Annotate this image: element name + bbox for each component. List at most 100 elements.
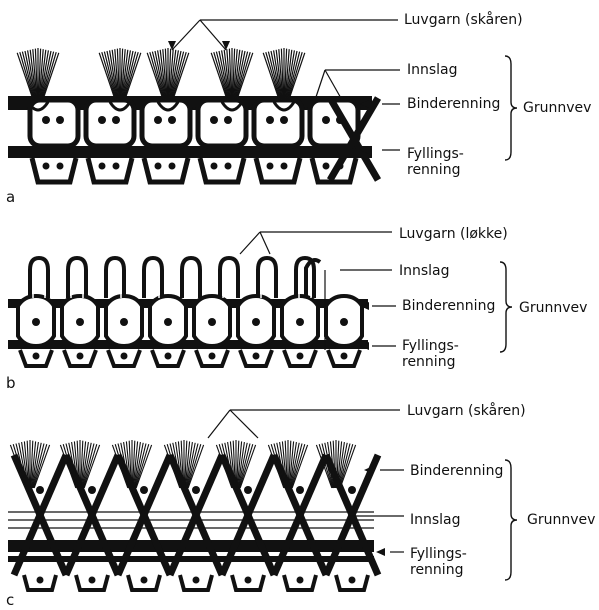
grunnvev-brace-a: [505, 56, 517, 160]
arrow-head: [222, 41, 230, 50]
weft-dot: [33, 353, 40, 360]
weft-dot: [57, 163, 64, 170]
panel-a-drawing: [8, 48, 378, 182]
weft-dot: [297, 577, 304, 584]
weft-dot: [141, 577, 148, 584]
weft-dot: [98, 116, 106, 124]
pile-fibre: [211, 53, 227, 100]
binder-lower-loop: [256, 158, 300, 182]
weft-dot: [193, 577, 200, 584]
panel-b-weft-label: Innslag: [399, 263, 450, 279]
pile-loop-inner: [261, 262, 273, 298]
panel-a-group-label: Grunnvev: [523, 100, 591, 116]
weft-dot: [267, 163, 274, 170]
weft-dot: [32, 318, 40, 326]
weft-dot: [208, 318, 216, 326]
panel-c-letter: c: [6, 592, 14, 608]
panel-c-stuffer-label: Fyllings- renning: [410, 546, 467, 578]
pile-fibre: [237, 53, 253, 100]
grunnvev-brace-b: [500, 262, 512, 352]
weft-dot: [224, 116, 232, 124]
weft-dot: [164, 318, 172, 326]
weft-dot: [266, 116, 274, 124]
pile-fibre: [125, 53, 141, 100]
pile-loop-inner: [185, 262, 197, 298]
leader-line: [230, 410, 258, 438]
panel-c-group-label: Grunnvev: [527, 512, 595, 528]
pile-loop-inner: [71, 262, 83, 298]
weft-dot: [280, 116, 288, 124]
pile-loop-inner: [109, 262, 121, 298]
weft-dot: [296, 318, 304, 326]
leader-line: [260, 232, 270, 254]
panel-a-letter: a: [6, 189, 15, 205]
arrow-head: [168, 41, 176, 50]
binder-lower-loop: [144, 158, 188, 182]
pile-loop-inner: [147, 262, 159, 298]
weft-dot: [209, 353, 216, 360]
weft-dot: [165, 353, 172, 360]
panel-b-drawing: [8, 258, 368, 366]
panel-a-binder-label: Binderenning: [407, 96, 500, 112]
weft-dot: [323, 163, 330, 170]
weft-dot: [192, 486, 200, 494]
weft-dot: [349, 577, 356, 584]
weft-dot: [43, 163, 50, 170]
panel-c-drawing: [8, 440, 378, 590]
leader-line: [240, 232, 260, 254]
weft-dot: [348, 486, 356, 494]
weft-dot: [42, 116, 50, 124]
binder-lower-loop: [88, 158, 132, 182]
leader-line: [315, 70, 325, 100]
pile-fibre: [43, 53, 59, 100]
weft-dot: [296, 486, 304, 494]
weft-dot: [120, 318, 128, 326]
leader-line: [172, 20, 200, 50]
weft-dot: [341, 353, 348, 360]
weft-dot: [340, 318, 348, 326]
weft-dot: [244, 486, 252, 494]
binder-lower-loop: [200, 158, 244, 182]
weft-dot: [56, 116, 64, 124]
weft-dot: [36, 486, 44, 494]
weft-dot: [297, 353, 304, 360]
pile-fibre: [289, 53, 305, 100]
arrow-head: [376, 548, 385, 556]
binder-cell: [30, 100, 78, 146]
weft-dot: [89, 577, 96, 584]
panel-c-binder-label: Binderenning: [410, 463, 503, 479]
leader-line: [325, 70, 342, 100]
weft-dot: [225, 163, 232, 170]
weft-dot: [154, 116, 162, 124]
weft-dot: [210, 116, 218, 124]
weft-dot: [252, 318, 260, 326]
panel-b-letter: b: [6, 375, 16, 391]
weft-dot: [155, 163, 162, 170]
leader-line: [200, 20, 226, 50]
weft-dot: [168, 116, 176, 124]
pile-loop-inner: [223, 262, 235, 298]
weft-dot: [112, 116, 120, 124]
weft-dot: [169, 163, 176, 170]
weft-dot: [121, 353, 128, 360]
panel-a-stuffer-label: Fyllings- renning: [407, 146, 464, 178]
binder-lower-loop: [32, 158, 76, 182]
panel-b-pile-label: Luvgarn (løkke): [399, 226, 508, 242]
weft-dot: [113, 163, 120, 170]
grunnvev-brace-c: [505, 460, 517, 580]
weft-dot: [211, 163, 218, 170]
weft-dot: [253, 353, 260, 360]
weft-dot: [99, 163, 106, 170]
pile-fibre: [17, 53, 33, 100]
weft-dot: [281, 163, 288, 170]
weft-dot: [245, 577, 252, 584]
binder-cell: [142, 100, 190, 146]
pile-fibre: [173, 53, 189, 100]
pile-fibre: [263, 53, 279, 100]
weft-dot: [76, 318, 84, 326]
leader-line: [208, 410, 230, 438]
pile-fibre: [99, 53, 115, 100]
stuffer-warp: [8, 540, 374, 552]
